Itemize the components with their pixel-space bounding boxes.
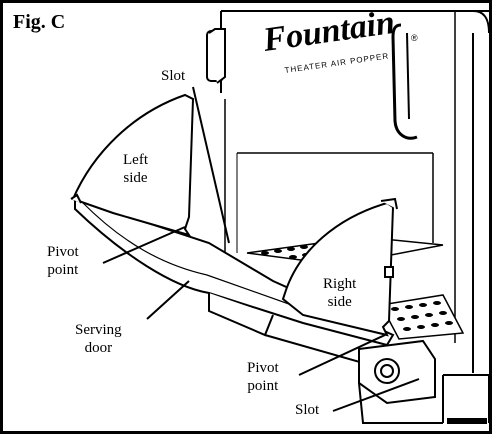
grate-hole	[300, 245, 308, 249]
label-slot-top: Slot	[161, 68, 186, 84]
grate-hole	[261, 251, 269, 255]
grate-hole	[289, 255, 297, 259]
label-left-side: Left side	[123, 152, 148, 186]
grate-hole	[274, 249, 282, 253]
brand-subtitle: THEATER AIR POPPER	[284, 51, 390, 75]
figure-title: Fig. C	[13, 11, 66, 33]
leader-slot-top	[192, 86, 230, 244]
leader-lines	[102, 86, 420, 412]
leader-serving-door	[146, 280, 190, 320]
grate-hole	[417, 325, 425, 329]
label-pivot-right: Pivot point	[247, 360, 279, 394]
machine-body	[220, 10, 489, 424]
grate-hole	[405, 305, 413, 309]
label-right-side: Right side	[323, 276, 357, 310]
leader-pivot-right	[298, 334, 386, 376]
grate-hole	[431, 323, 439, 327]
leader-slot-bottom	[332, 378, 420, 412]
grate-hole	[425, 313, 433, 317]
grate-hole	[287, 247, 295, 251]
label-slot-bottom: Slot	[295, 402, 320, 418]
popper-illustration: Fountain ® THEATER AIR POPPER	[70, 4, 489, 424]
label-pivot-left: Pivot point	[47, 244, 79, 278]
grate-hole	[419, 303, 427, 307]
grate-hole	[397, 317, 405, 321]
top-hinge	[206, 28, 226, 84]
grate-hole	[439, 311, 447, 315]
left-side-fin	[70, 93, 195, 237]
grate-hole	[445, 321, 453, 325]
leader-pivot-left	[102, 226, 186, 264]
label-serving-door: Serving door	[75, 322, 122, 356]
brand-name: Fountain	[260, 4, 397, 59]
grate-hole	[403, 327, 411, 331]
grate-hole	[391, 307, 399, 311]
right-side-fin	[281, 197, 398, 337]
grate-hole	[433, 301, 441, 305]
grate-hole	[411, 315, 419, 319]
lower-pivot-knob	[358, 339, 443, 424]
brand-mark: ®	[411, 33, 418, 43]
